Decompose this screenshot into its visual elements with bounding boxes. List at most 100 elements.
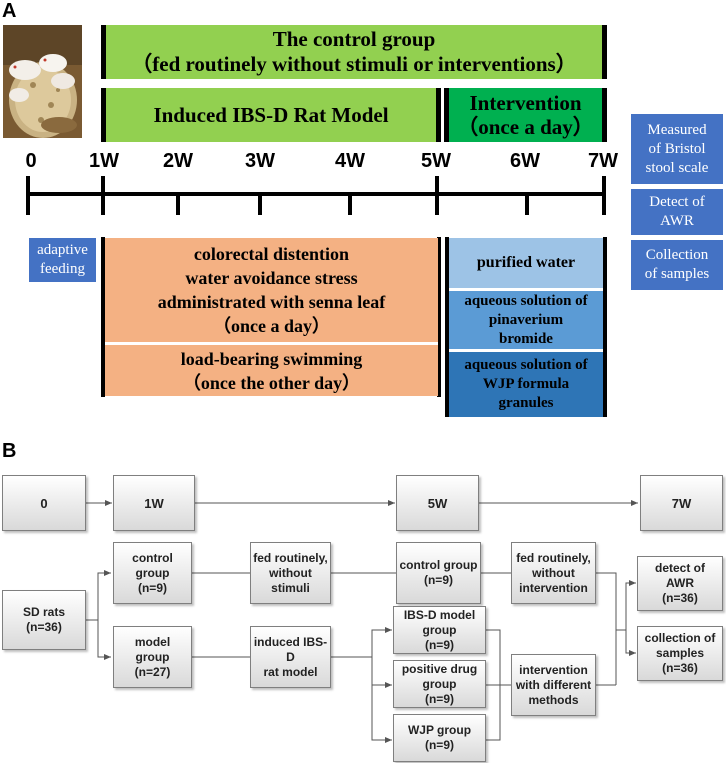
pinaverium-line3: bromide: [499, 330, 553, 347]
fed-no-intervention-line1: fed routinely,: [516, 550, 591, 565]
intervention-bar-line1: Intervention: [469, 91, 582, 115]
bristol-line3: stool scale: [645, 159, 709, 176]
timeline-1w-label: 1W: [144, 495, 164, 511]
detect-awr-line3: (n=36): [662, 591, 698, 605]
pinaverium-box: aqueous solution of pinaverium bromide: [449, 291, 603, 349]
positive-drug-line3: (n=9): [424, 691, 454, 706]
arrow-sd-control: [86, 570, 111, 621]
tick-label-7w: 7W: [588, 150, 618, 172]
intervention-methods-line1: intervention: [519, 662, 588, 677]
collection-samples-line1: collection of: [644, 631, 716, 645]
control-group-bar: The control group （fed routinely without…: [101, 25, 607, 79]
intervention-methods-line3: methods: [528, 692, 579, 707]
stimuli-line1: colorectal distention: [193, 244, 350, 264]
wjp-line1: aqueous solution of: [464, 357, 588, 373]
induced-model-bar-label: Induced IBS-D Rat Model: [153, 102, 389, 127]
positive-drug-line1: positive drug: [401, 661, 478, 676]
wjp-group-box: WJP group (n=9): [393, 714, 486, 762]
sd-rats-line2: (n=36): [26, 620, 62, 634]
purified-water-label: purified water: [476, 254, 576, 271]
rats-photo: [3, 25, 82, 138]
model-group-line1: model: [134, 634, 171, 649]
fed-no-stimuli-box: fed routinely, without stimuli: [250, 542, 331, 604]
tick-label-1w: 1W: [89, 150, 119, 172]
timeline-box-1w: 1W: [113, 475, 195, 531]
positive-drug-group-box: positive drug group (n=9): [393, 660, 486, 708]
panel-a-timeline: [26, 176, 607, 417]
wjp-group-line1: WJP group: [407, 723, 472, 737]
arrow-sd-model: [97, 620, 111, 660]
control-group-5w-box: control group (n=9): [396, 542, 481, 604]
detect-awr-box: detect of AWR (n=36): [637, 556, 723, 611]
collection-samples-line3: (n=36): [662, 661, 698, 675]
model-group-line2: group: [135, 649, 170, 664]
awr-line2: AWR: [660, 213, 694, 229]
tick-label-6w: 6W: [510, 150, 540, 172]
stimuli-line4: （once a day）: [213, 316, 330, 336]
tick-label-3w: 3W: [245, 150, 275, 172]
model-group-line3: (n=27): [134, 664, 171, 679]
wjp-box: aqueous solution of WJP formula granules: [449, 352, 603, 417]
adaptive-feeding-box: adaptive feeding: [29, 238, 96, 282]
control-group-box: control group (n=9): [113, 542, 192, 604]
collection-samples-box: collection of samples (n=36): [637, 626, 723, 681]
adaptive-line1: adaptive: [37, 242, 88, 258]
timeline-0-label: 0: [40, 495, 48, 511]
timeline-7w-label: 7W: [671, 495, 692, 511]
swimming-line2: （once the other day）: [182, 372, 361, 393]
line-fed-merge: [596, 572, 617, 630]
tick-label-2w: 2W: [163, 150, 193, 172]
timeline-box-7w: 7W: [640, 475, 723, 531]
ibsd-model-group-line2: group: [422, 622, 457, 637]
intervention-methods-box: intervention with different methods: [511, 654, 596, 716]
purified-water-box: purified water: [449, 238, 603, 288]
induced-model-line2: rat model: [263, 664, 318, 679]
fed-no-intervention-line3: intervention: [519, 580, 588, 595]
tick-label-4w: 4W: [335, 150, 365, 172]
wjp-group-line2: (n=9): [424, 738, 454, 752]
arrow-to-awr: [616, 580, 636, 631]
fed-no-stimuli-line1: fed routinely,: [253, 550, 328, 565]
induced-model-line1: induced IBS-D: [253, 634, 328, 664]
model-group-box: model group (n=27): [113, 626, 192, 688]
induced-model-box: induced IBS-D rat model: [250, 626, 331, 688]
control-group-5w-line2: (n=9): [423, 573, 453, 587]
sd-rats-line1: SD rats: [22, 605, 66, 619]
bristol-line1: Measured: [647, 121, 707, 138]
stimuli-line2: water avoidance stress: [185, 268, 358, 288]
control-bar-line2: （fed routinely without stimuli or interv…: [131, 52, 577, 76]
timeline-box-5w: 5W: [396, 475, 479, 531]
arrow-to-wjp: [371, 630, 392, 743]
fed-no-stimuli-line3: stimuli: [271, 580, 310, 595]
fed-no-stimuli-line2: without: [269, 565, 312, 580]
induced-model-bar: Induced IBS-D Rat Model: [101, 88, 441, 142]
ibsd-model-group-box: IBS-D model group (n=9): [393, 606, 486, 654]
panel-b-label: B: [2, 440, 17, 462]
control-bar-line1: The control group: [272, 27, 436, 51]
panel-a-label: A: [2, 0, 17, 22]
stimuli-block: colorectal distention water avoidance st…: [105, 238, 438, 342]
sd-rats-box: SD rats (n=36): [2, 590, 86, 650]
intervention-bar-line2: （once a day）: [457, 115, 594, 139]
collection-samples-line2: samples: [655, 646, 705, 660]
samples-line1: Collection: [645, 247, 709, 263]
arrow-to-ibsd: [371, 627, 392, 657]
arrow-to-samples: [625, 630, 636, 656]
control-group-line1: control: [132, 550, 173, 565]
swimming-line1: load-bearing swimming: [180, 348, 363, 369]
timeline-5w-label: 5W: [427, 495, 448, 511]
tick-label-0: 0: [25, 150, 37, 172]
adaptive-line2: feeding: [40, 261, 85, 277]
bristol-box: Measured of Bristol stool scale: [631, 114, 723, 184]
ibsd-model-group-line1: IBS-D model: [403, 607, 476, 622]
control-group-5w-line1: control group: [399, 558, 478, 572]
bristol-line2: of Bristol: [648, 140, 706, 157]
stimuli-line3: administrated with senna leaf: [157, 292, 386, 312]
fed-no-intervention-box: fed routinely, without intervention: [511, 542, 596, 604]
ibsd-model-group-line3: (n=9): [424, 637, 454, 652]
tick-label-5w: 5W: [421, 150, 451, 172]
samples-box: Collection of samples: [631, 240, 723, 290]
control-group-line2: group: [135, 565, 170, 580]
wjp-line2: WJP formula: [482, 376, 570, 392]
